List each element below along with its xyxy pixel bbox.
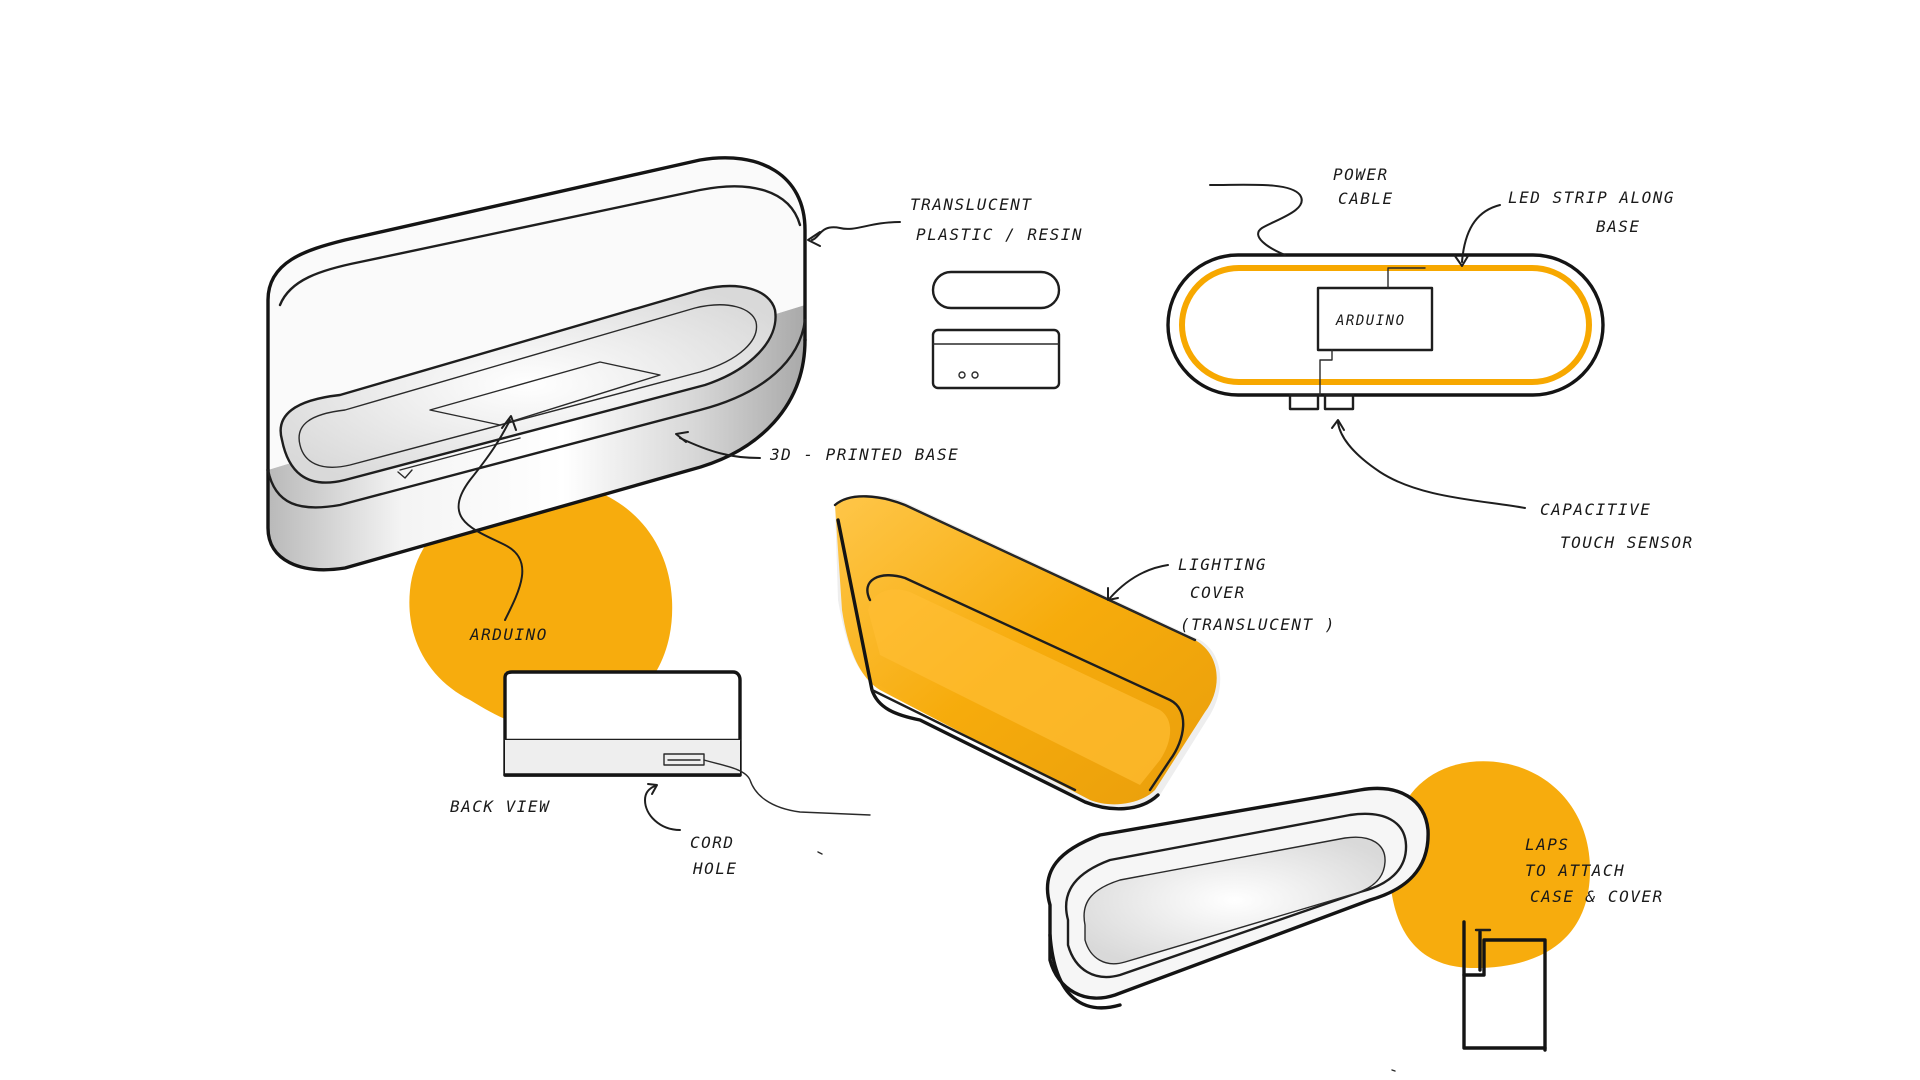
label-capacitive-line2: TOUCH SENSOR (1560, 533, 1694, 552)
annotation-leaders (457, 183, 1526, 1072)
label-back-view: BACK VIEW (450, 797, 550, 816)
accent-blob-left (409, 482, 673, 729)
label-lighting-cover-line3: (TRANSLUCENT ) (1180, 615, 1336, 634)
side-view-top-sketch (931, 270, 1061, 310)
label-lighting-cover-line2: COVER (1190, 583, 1246, 602)
label-led-strip-line2: BASE (1596, 217, 1641, 236)
lamp-perspective-sketch (266, 156, 807, 572)
label-laps-line1: LAPS (1525, 835, 1570, 854)
lighting-cover-sketch (833, 495, 1221, 811)
label-laps-line3: CASE & COVER (1530, 887, 1664, 906)
label-printed-base: 3D - PRINTED BASE (769, 445, 959, 464)
label-cord-hole-line2: HOLE (692, 859, 738, 878)
label-led-strip-line1: LED STRIP ALONG (1508, 188, 1675, 207)
label-power-cable-line2: CABLE (1338, 189, 1394, 208)
base-tray-sketch (1045, 786, 1430, 1010)
side-view-front-sketch (931, 328, 1061, 390)
label-cord-hole-line1: CORD (690, 833, 735, 852)
top-down-layout-sketch (1166, 253, 1605, 411)
label-translucent-line1: TRANSLUCENT (910, 195, 1032, 214)
label-power-cable-line1: POWER (1333, 165, 1389, 184)
back-view-sketch (503, 670, 871, 816)
label-translucent-line2: PLASTIC / RESIN (916, 225, 1083, 244)
label-lighting-cover-line1: LIGHTING (1178, 555, 1267, 574)
label-capacitive-line1: CAPACITIVE (1540, 500, 1651, 519)
label-arduino-main: ARDUINO (469, 625, 548, 644)
accent-blob-right (1389, 761, 1590, 968)
label-laps-line2: TO ATTACH (1525, 861, 1625, 880)
label-arduino-box: ARDUINO (1335, 313, 1406, 329)
laps-detail-sketch (1462, 920, 1547, 1052)
